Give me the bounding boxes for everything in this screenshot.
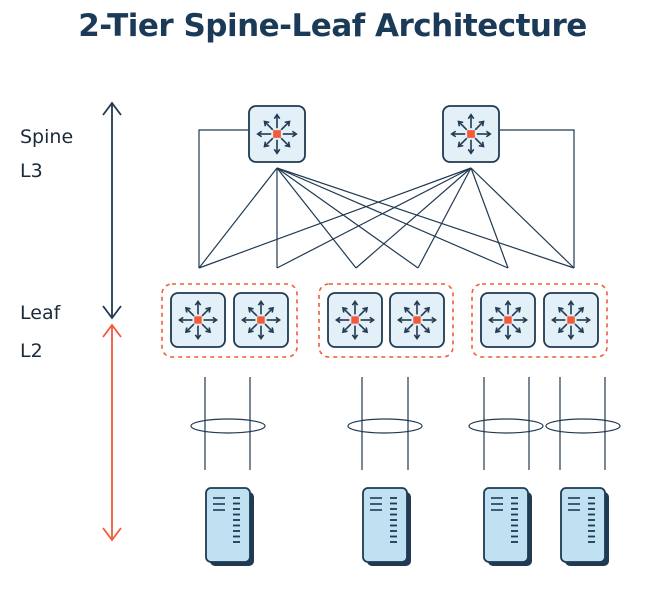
spine-leaf-link [470,167,575,269]
link-aggregation-ellipse [545,418,621,434]
leaf-pair [471,283,608,358]
router-icon [550,299,592,341]
spine-switch [248,105,306,163]
spine-leaf-link [276,167,357,269]
l3-arrow-head-up [102,101,122,116]
server-icon [483,487,532,566]
leaf-switch [480,292,536,348]
router-icon [177,299,219,341]
leaf-pair [318,283,454,358]
l2-arrow-head-down [102,527,122,542]
servers [205,487,609,566]
spine-layer-label: L3 [20,160,43,182]
leaf-switch [389,292,445,348]
l2-arrow-head-up [102,323,122,338]
spine-leaf-link [198,167,472,269]
spine-leaf-link [198,129,248,268]
spine-leaf-link [417,167,472,269]
server-icon [205,487,254,566]
server-links [190,377,621,470]
server-link-bond [347,377,423,470]
spine-leaf-link [500,129,575,268]
router-icon [240,299,282,341]
link-aggregation-ellipse [190,418,266,434]
router-icon [450,113,492,155]
leaf-tier-label: Leaf [20,302,61,324]
leaf-switch [233,292,289,348]
leaf-switch [170,292,226,348]
link-aggregation-ellipse [468,418,544,434]
server-link-bond [545,377,621,470]
layer-arrows [102,101,122,542]
router-icon [396,299,438,341]
spine-leaf-link [276,167,509,269]
diagram-title: 2-Tier Spine-Leaf Architecture [78,8,587,44]
router-icon [487,299,529,341]
spine-switch [442,105,500,163]
spine-switches [248,105,500,163]
l3-arrow-head-down [102,305,122,320]
spine-tier-label: Spine [20,126,74,148]
spine-leaf-link [276,167,575,269]
server-link-bond [190,377,266,470]
leaf-pair [161,283,298,358]
leaf-pair-border [318,283,454,358]
spine-leaf-link [470,167,509,269]
server-icon [560,487,609,566]
leaf-switch [543,292,599,348]
leaf-pairs [161,283,608,358]
leaf-pair-border [161,283,298,358]
spine-leaf-links [198,129,575,269]
router-icon [334,299,376,341]
leaf-switch [327,292,383,348]
spine-leaf-link [198,167,278,269]
leaf-layer-label: L2 [20,340,43,362]
link-aggregation-ellipse [347,418,423,434]
server-icon [362,487,411,566]
spine-leaf-link [276,167,472,269]
router-icon [256,113,298,155]
spine-leaf-link [355,167,472,269]
spine-leaf-link [276,167,419,269]
server-link-bond [468,377,544,470]
leaf-pair-border [471,283,608,358]
